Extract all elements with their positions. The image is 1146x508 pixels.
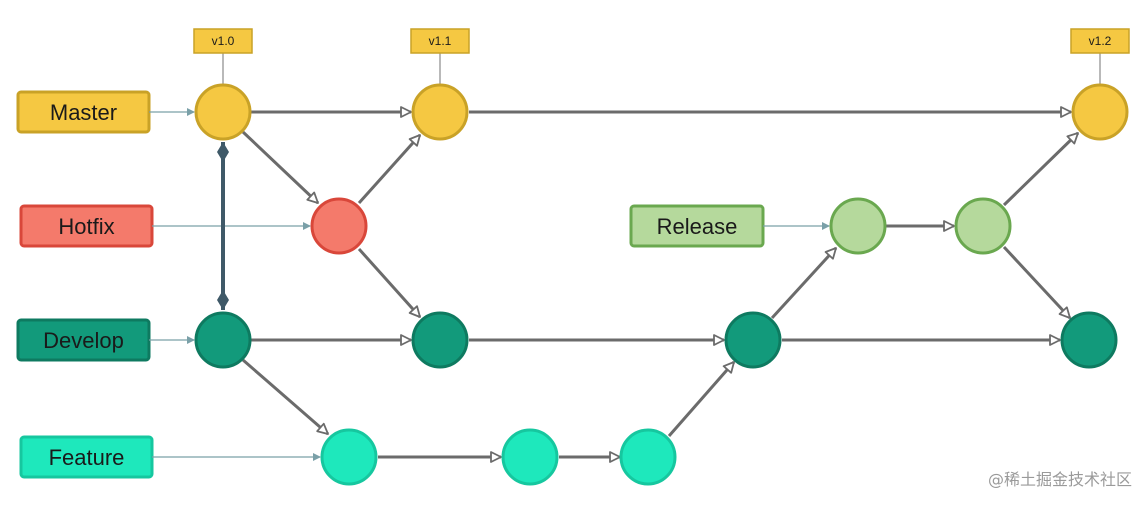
- feature-label-text: Feature: [49, 445, 125, 470]
- hotfix-label-text: Hotfix: [58, 214, 114, 239]
- master-label-text: Master: [50, 100, 117, 125]
- tag-v1-0-text: v1.0: [212, 34, 235, 48]
- commit-feature-1: [320, 428, 378, 486]
- branch-label-hotfix: Hotfix: [19, 204, 154, 248]
- tag-v1-1-text: v1.1: [429, 34, 452, 48]
- tag-v1-0-box: [193, 28, 253, 54]
- tag-v1-2-box: [1070, 28, 1130, 54]
- commits-feature: [320, 428, 677, 486]
- branch-label-feature: Feature: [19, 435, 154, 479]
- commit-release-2: [954, 197, 1012, 255]
- commit-master-2: [411, 83, 469, 141]
- commit-edges: [241, 106, 1080, 463]
- develop-label-text: Develop: [43, 328, 124, 353]
- tag-v1-0: v1.0: [193, 28, 253, 85]
- edge-feature-to-develop: [667, 361, 736, 437]
- commits-master: [194, 83, 1129, 141]
- commits-develop: [194, 311, 1118, 369]
- tag-v1-1: v1.1: [410, 28, 470, 85]
- commit-feature-3: [619, 428, 677, 486]
- commits-hotfix: [310, 197, 368, 255]
- label-connectors: [149, 108, 830, 461]
- edge-release-to-develop: [1002, 245, 1072, 320]
- commit-feature-2: [501, 428, 559, 486]
- sync-diamond-top: [217, 142, 229, 162]
- branch-label-release: Release: [629, 204, 765, 248]
- commit-master-3: [1071, 83, 1129, 141]
- tag-v1-2: v1.2: [1070, 28, 1130, 85]
- edge-hotfix-to-develop: [357, 247, 422, 319]
- commits-release: [829, 197, 1012, 255]
- edge-master-to-hotfix: [241, 130, 320, 205]
- sync-diamond-bottom: [217, 290, 229, 310]
- commit-develop-4: [1060, 311, 1118, 369]
- tag-v1-1-box: [410, 28, 470, 54]
- edge-develop-to-release: [770, 246, 838, 320]
- branch-label-develop: Develop: [16, 318, 151, 362]
- tag-v1-2-text: v1.2: [1089, 34, 1112, 48]
- branch-label-master: Master: [16, 90, 151, 134]
- release-label-text: Release: [657, 214, 738, 239]
- edge-release-to-master: [1002, 131, 1080, 207]
- edge-develop-to-feature: [242, 358, 329, 436]
- master-develop-sync: [217, 142, 229, 310]
- commit-hotfix-1: [310, 197, 368, 255]
- commit-develop-1: [194, 311, 252, 369]
- commit-develop-2: [411, 311, 469, 369]
- commit-master-1: [194, 83, 252, 141]
- edge-hotfix-to-master: [357, 133, 422, 205]
- commit-release-1: [829, 197, 887, 255]
- watermark: @稀土掘金技术社区: [987, 470, 1132, 489]
- commit-develop-3: [724, 311, 782, 369]
